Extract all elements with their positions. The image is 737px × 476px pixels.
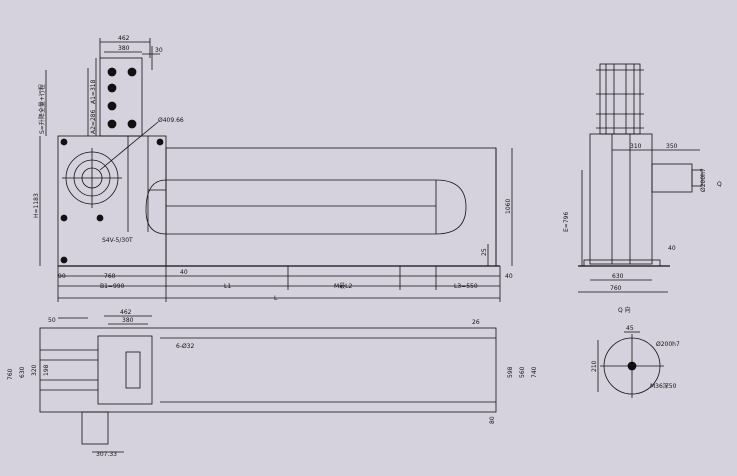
dim-380-top: 380 — [118, 45, 130, 52]
dim-e796: E=796 — [563, 212, 570, 232]
dim-s-total: S=升降全量+行程 — [38, 84, 46, 134]
rail-frame — [165, 147, 497, 267]
dim-760-plan: 760 — [7, 368, 14, 380]
dim-40b: 40 — [505, 273, 513, 280]
dim-80-plan: 80 — [489, 416, 496, 424]
bolt — [107, 67, 117, 77]
side-elevation: 310 350 Ø200h7 Q E=796 40 630 760 — [563, 63, 722, 293]
dim-45: 45 — [626, 325, 634, 332]
bolt — [127, 119, 137, 129]
holes-label: 6-Ø32 — [176, 343, 195, 350]
dim-a2: A2=286 — [90, 109, 97, 134]
dim-210: 210 — [591, 360, 598, 372]
dim-phi200-q: Ø200h7 — [656, 341, 680, 348]
q-mark: Q — [717, 181, 722, 188]
bolt — [60, 256, 68, 264]
detail-q: Q 向 45 Ø200h7 210 M36深50 — [591, 306, 680, 398]
plan-gearbox — [97, 335, 153, 405]
dim-760: 760 — [104, 273, 116, 280]
dim-m36: M36深50 — [650, 382, 677, 390]
dim-m-l2: M最L2 — [334, 283, 353, 290]
bolt — [96, 214, 104, 222]
dim-380-plan: 380 — [122, 317, 134, 324]
dim-598-plan: 598 — [507, 366, 514, 378]
bolt — [60, 214, 68, 222]
dim-h1183: H=1183 — [33, 193, 40, 218]
dim-l1: L1 — [224, 283, 231, 290]
dim-350: 350 — [666, 143, 678, 150]
bolt — [127, 67, 137, 77]
dim-198-plan: 198 — [43, 364, 50, 376]
dim-307: 307.33 — [96, 451, 117, 458]
shaft — [651, 163, 693, 193]
dim-d409: Ø409.66 — [158, 117, 184, 124]
bolt — [60, 138, 68, 146]
dim-b1: B1=990 — [100, 283, 125, 290]
dim-l: L — [274, 295, 278, 302]
bolt — [107, 119, 117, 129]
dim-320-plan: 320 — [31, 364, 38, 376]
dim-90: 90 — [58, 273, 66, 280]
arm-body — [145, 179, 436, 235]
dim-310: 310 — [630, 143, 642, 150]
dim-50: 50 — [48, 317, 56, 324]
dim-1060: 1060 — [505, 199, 512, 214]
detail-q-title: Q 向 — [618, 306, 631, 314]
plan-rail — [39, 327, 497, 413]
bolt — [107, 83, 117, 93]
front-elevation: 462 380 30 A1=318 A2=286 S=升降全量+行程 Ø409.… — [33, 35, 513, 302]
bolt — [107, 101, 117, 111]
dim-740-plan: 740 — [531, 366, 538, 378]
dim-26: 26 — [472, 319, 480, 326]
dim-462-top: 462 — [118, 35, 130, 42]
dim-phi200: Ø200h7 — [700, 168, 707, 192]
dim-462-plan: 462 — [120, 309, 132, 316]
plan-view: 50 462 380 6-Ø32 26 760 630 320 198 598 … — [7, 309, 538, 458]
dim-760-side: 760 — [610, 285, 622, 292]
dim-40-side: 40 — [668, 245, 676, 252]
dim-l3: L3=550 — [454, 283, 478, 290]
main-housing — [57, 135, 167, 267]
dim-30-top: 30 — [155, 47, 163, 54]
model-label: S4V-5/30T — [102, 237, 133, 244]
dim-a1: A1=318 — [90, 79, 97, 104]
arm-end-cap — [435, 179, 467, 235]
plan-motor — [81, 411, 109, 445]
dim-25: 25 — [481, 248, 488, 256]
dim-560-plan: 560 — [519, 366, 526, 378]
arm-upper — [148, 179, 436, 191]
bolt — [156, 138, 164, 146]
dim-630: 630 — [612, 273, 624, 280]
dim-40a: 40 — [180, 269, 188, 276]
dim-630-plan: 630 — [19, 366, 26, 378]
